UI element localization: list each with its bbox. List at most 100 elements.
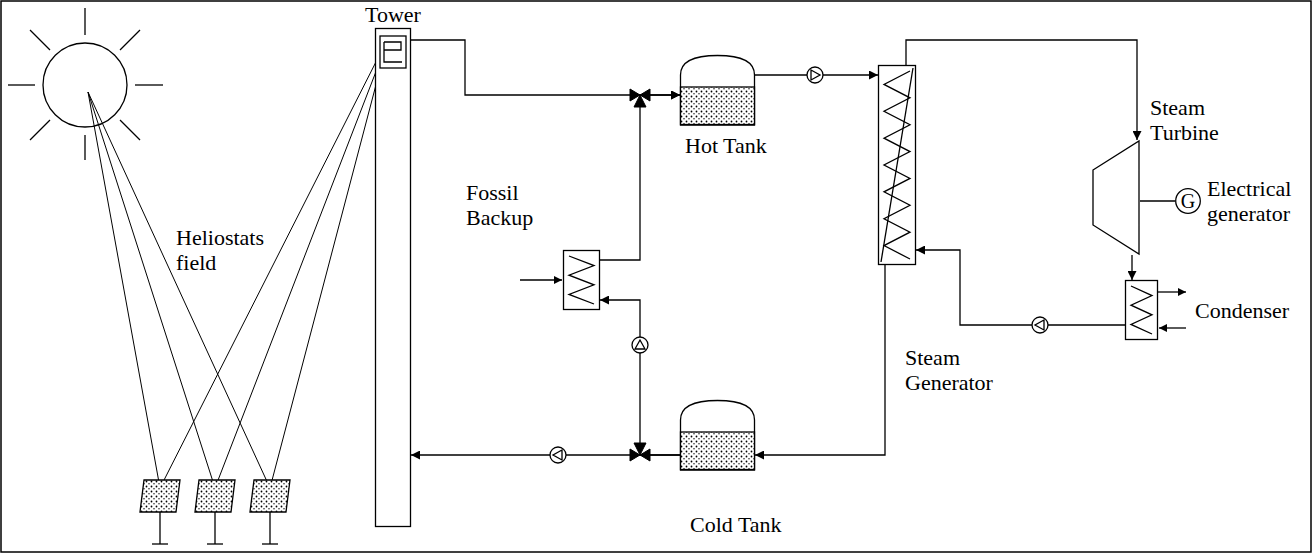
- pipe-connector: [411, 40, 680, 95]
- tower-drawing: [375, 28, 411, 527]
- sg-outline: [879, 66, 916, 265]
- pump: [1032, 317, 1048, 333]
- sun-disc: [43, 43, 127, 127]
- sg-drawing: [878, 65, 916, 265]
- sun: [8, 8, 163, 160]
- sun-ray: [120, 120, 140, 140]
- incident-ray: [88, 92, 270, 488]
- circle-outline: [1176, 189, 1201, 214]
- component-label: Steam Generator: [905, 345, 993, 395]
- storage-medium: [681, 432, 755, 470]
- pump: [807, 67, 823, 83]
- component-label: Tower: [355, 2, 431, 27]
- sun-ray: [84, 8, 85, 35]
- turbine-casing: [1093, 141, 1139, 254]
- heliostat-mirror: [140, 480, 180, 512]
- hx-symbol: [563, 250, 600, 310]
- tank-symbol: [680, 55, 755, 125]
- reflected-ray: [160, 50, 382, 488]
- pump-arrow: [1035, 320, 1044, 330]
- reflected-ray: [270, 62, 382, 488]
- turbine-outline: [1093, 141, 1139, 254]
- condenser-drawing: [1125, 280, 1158, 340]
- tower-shaft: [376, 29, 411, 527]
- tank-outline: [681, 56, 755, 126]
- pump: [632, 337, 648, 353]
- heliostat-base: [262, 543, 278, 544]
- pump-arrow: [811, 70, 820, 80]
- exchanger-coil: [1131, 286, 1152, 334]
- hx-outline: [564, 251, 600, 310]
- valves: [630, 89, 650, 461]
- field-label: Heliostats field: [176, 225, 264, 275]
- receiver-panel: [384, 42, 402, 62]
- sun-ray: [30, 30, 50, 50]
- storage-medium: [681, 87, 755, 125]
- turbine-symbol: [1092, 140, 1140, 255]
- exchanger-box: [1126, 281, 1158, 340]
- hx-drawing: [563, 250, 600, 310]
- component: GElectrical generator: [1175, 188, 1292, 226]
- turbine-drawing: [1092, 140, 1140, 255]
- tower-symbol: [375, 28, 411, 527]
- component: Steam Turbine: [1092, 95, 1219, 255]
- incident-ray: [88, 92, 215, 488]
- component: Tower: [355, 2, 431, 527]
- heliostat-base: [152, 543, 168, 544]
- component-label: Fossil Backup: [466, 180, 533, 230]
- component-label: Steam Turbine: [1150, 95, 1219, 145]
- sun-ray: [8, 84, 35, 85]
- exchanger-box: [564, 251, 600, 310]
- heliostat-mirror: [250, 480, 290, 512]
- pumps: [550, 67, 1048, 463]
- pump: [550, 447, 566, 463]
- component: Condenser: [1125, 280, 1290, 340]
- pipe-connector: [600, 300, 680, 455]
- component: Steam Generator: [878, 65, 993, 395]
- tank-shell: [681, 401, 755, 471]
- tank-outline: [681, 401, 755, 471]
- three-way-valve: [630, 89, 650, 107]
- sun-ray: [84, 135, 85, 160]
- sun-ray: [120, 30, 140, 50]
- tower-outline: [376, 29, 411, 527]
- heliostats: [140, 480, 290, 544]
- three-way-valve: [630, 443, 650, 461]
- component: Cold Tank: [680, 400, 782, 537]
- cooling-water-out: [1158, 291, 1186, 292]
- tank-shell: [681, 56, 755, 126]
- fuel-inlet: [520, 279, 562, 280]
- cooling-water-in: [1159, 327, 1186, 328]
- exchanger-box: [879, 66, 916, 265]
- pipe-connector: [755, 265, 885, 455]
- light-rays: [88, 50, 382, 488]
- receiver: [380, 36, 406, 68]
- generator-circle: [1176, 189, 1201, 214]
- component: Hot Tank: [680, 55, 767, 158]
- condenser-symbol: [1125, 280, 1158, 340]
- pump-arrow: [635, 340, 645, 349]
- pump-arrow: [553, 450, 562, 460]
- component-label: Electrical generator: [1207, 176, 1291, 226]
- component-label: Condenser: [1195, 298, 1289, 323]
- pipe-connector: [1131, 255, 1132, 280]
- heliostat-post: [269, 512, 270, 544]
- generator-letter: G: [1175, 188, 1201, 214]
- pipe-connector: [906, 40, 1137, 140]
- tank-drawing: [680, 400, 755, 470]
- heliostat-mirror: [195, 480, 235, 512]
- component-label: Hot Tank: [685, 133, 767, 158]
- pipe-connector: [916, 250, 1125, 325]
- sun-ray: [30, 120, 50, 140]
- component: Fossil Backup: [466, 180, 600, 310]
- heliostat-post: [159, 512, 160, 544]
- sg-symbol: [878, 65, 916, 265]
- heliostat-base: [207, 543, 223, 544]
- condenser-outline: [1126, 281, 1158, 340]
- pipe-connector: [600, 95, 680, 260]
- tank-symbol: [680, 400, 755, 470]
